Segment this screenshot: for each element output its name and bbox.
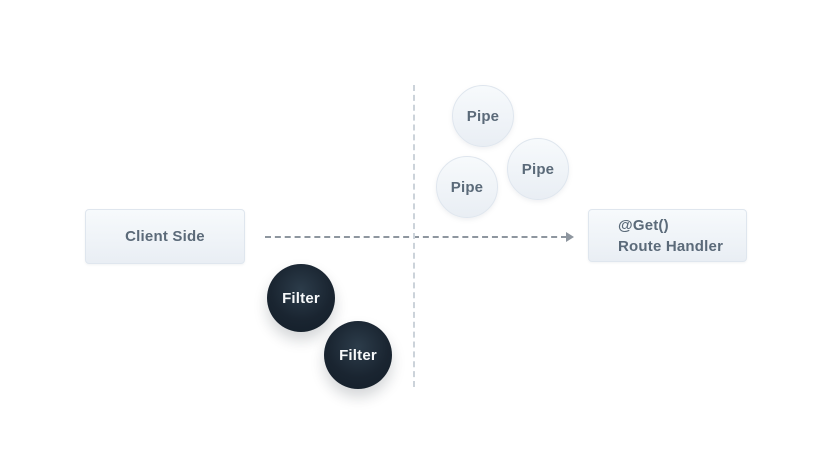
client-side-box: Client Side [85,209,245,264]
pipe-label: Pipe [466,107,500,125]
pipe-node: Pipe [507,138,569,200]
pipe-node: Pipe [452,85,514,147]
request-flow-dashed-line [265,236,567,238]
route-handler-box: @Get() Route Handler [588,209,747,262]
filter-node: Filter [267,264,335,332]
pipe-label: Pipe [521,160,555,178]
client-side-label: Client Side [125,228,205,245]
arrow-head-icon [566,232,574,242]
filter-node: Filter [324,321,392,389]
route-decorator-label: @Get() [618,216,669,234]
pipe-label: Pipe [450,178,484,196]
filter-label: Filter [282,289,320,307]
route-handler-label: Route Handler [618,237,724,255]
boundary-divider-dashed-line [413,85,415,387]
filter-label: Filter [339,346,377,364]
pipe-node: Pipe [436,156,498,218]
